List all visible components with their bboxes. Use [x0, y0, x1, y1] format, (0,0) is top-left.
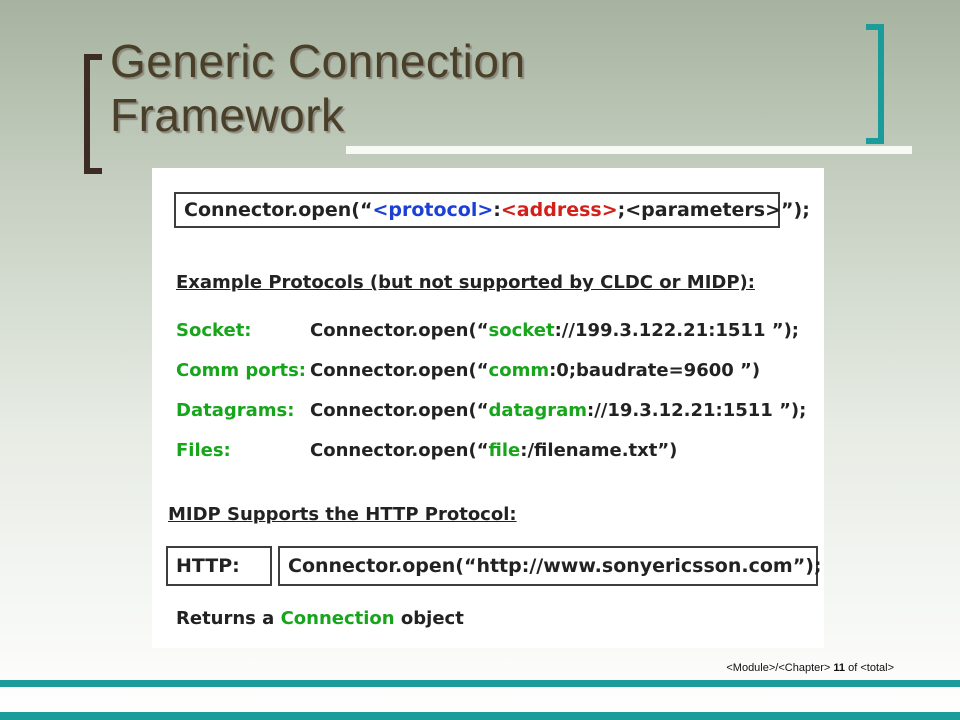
title-line-1: Generic Connection — [110, 35, 526, 87]
footer-bar-bottom — [0, 712, 960, 720]
syntax-protocol: <protocol> — [372, 199, 494, 221]
example-code-comm: Connector.open(“comm:0;baudrate=9600 ”) — [310, 360, 760, 381]
footer-page: 11 — [833, 662, 846, 674]
footer-of: of — [848, 662, 858, 674]
title-bracket-left — [84, 54, 102, 174]
example-label-datagram: Datagrams: — [176, 400, 295, 421]
returns-post: object — [394, 608, 464, 629]
examples-heading: Example Protocols (but not supported by … — [176, 272, 755, 293]
example-pre: Connector.open(“ — [310, 440, 489, 461]
syntax-parameters: <parameters> — [625, 199, 782, 221]
http-code-box: Connector.open(“http://www.sonyericsson.… — [278, 546, 822, 586]
footer-chapter: <Chapter> — [778, 662, 831, 674]
example-label-files: Files: — [176, 440, 231, 461]
content-panel: Connector.open(“<protocol>:<address>;<pa… — [152, 168, 824, 648]
example-pre: Connector.open(“ — [310, 360, 489, 381]
example-proto: datagram — [488, 400, 587, 421]
http-label: HTTP: — [176, 555, 240, 577]
example-code-datagram: Connector.open(“datagram://19.3.12.21:15… — [310, 400, 806, 421]
example-label-socket: Socket: — [176, 320, 252, 341]
returns-word: Connection — [280, 608, 395, 629]
example-code-files: Connector.open(“file:/filename.txt”) — [310, 440, 677, 461]
example-proto: comm — [488, 360, 550, 381]
syntax-prefix: Connector.open(“ — [184, 199, 373, 221]
example-pre: Connector.open(“ — [310, 320, 489, 341]
syntax-box: Connector.open(“<protocol>:<address>;<pa… — [174, 192, 810, 228]
syntax-address: <address> — [500, 199, 618, 221]
http-label-box: HTTP: — [166, 546, 272, 586]
slide-title: Generic Connection Framework — [110, 34, 670, 142]
returns-text: Returns a Connection object — [176, 608, 464, 629]
title-bracket-right — [866, 24, 884, 144]
footer-bar-top — [0, 680, 960, 687]
footer-total: <total> — [860, 662, 894, 674]
syntax-sep1: : — [493, 199, 501, 221]
example-post: :/filename.txt”) — [520, 440, 678, 461]
example-post: ://19.3.12.21:1511 ”); — [587, 400, 807, 421]
syntax-suffix: ”); — [781, 199, 810, 221]
http-code: Connector.open(“http://www.sonyericsson.… — [288, 555, 822, 577]
title-line-2: Framework — [110, 89, 345, 141]
syntax-sep2: ; — [617, 199, 626, 221]
slide-footer: <Module>/<Chapter> 11 of <total> — [726, 662, 894, 674]
example-proto: socket — [488, 320, 555, 341]
title-rule — [346, 146, 912, 154]
example-pre: Connector.open(“ — [310, 400, 489, 421]
example-label-comm: Comm ports: — [176, 360, 306, 381]
returns-pre: Returns a — [176, 608, 281, 629]
example-post: ://199.3.122.21:1511 ”); — [554, 320, 800, 341]
footer-slash: / — [775, 662, 779, 674]
example-code-socket: Connector.open(“socket://199.3.122.21:15… — [310, 320, 799, 341]
http-heading: MIDP Supports the HTTP Protocol: — [168, 504, 517, 525]
example-proto: file — [488, 440, 521, 461]
example-post: :0;baudrate=9600 ”) — [549, 360, 761, 381]
footer-module: <Module> — [726, 662, 776, 674]
